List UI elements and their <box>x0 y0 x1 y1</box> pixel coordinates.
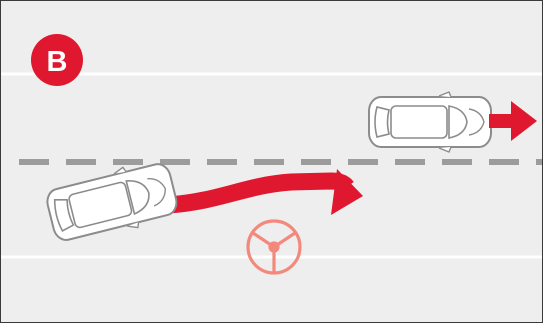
badge-label: B <box>47 46 68 78</box>
car-icon <box>369 92 491 152</box>
section-badge: B <box>31 34 83 86</box>
